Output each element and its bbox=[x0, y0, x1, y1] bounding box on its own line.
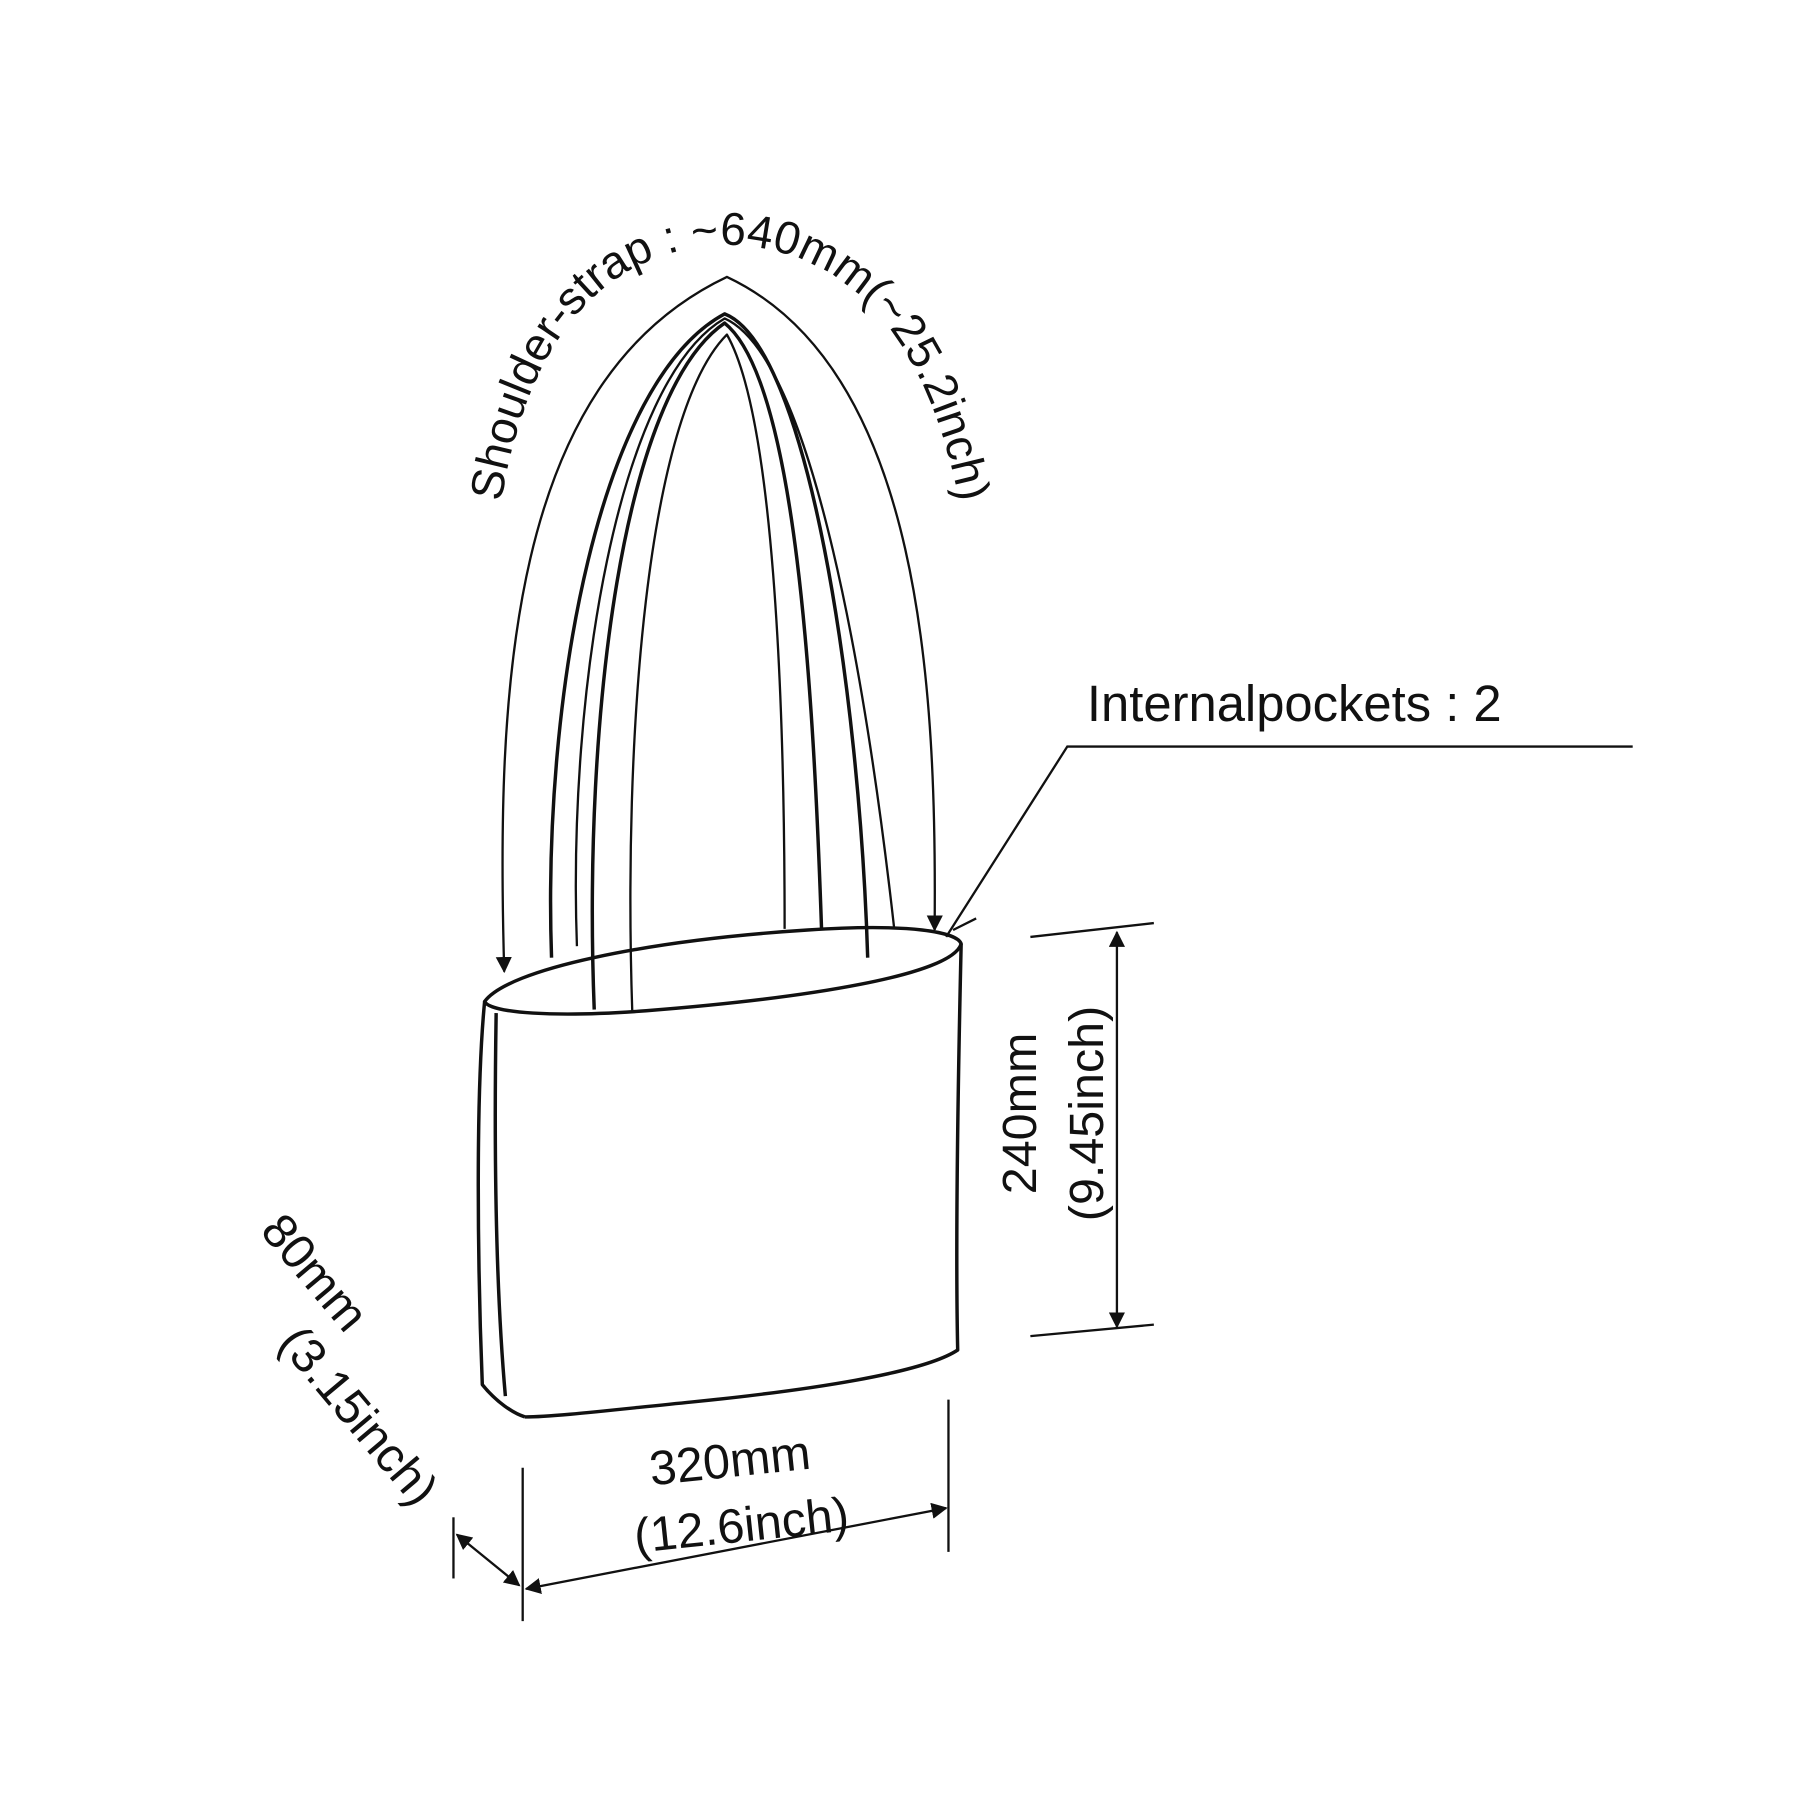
height-dimension: 240mm (9.45inch) bbox=[993, 921, 1154, 1338]
strap-length-label: Shoulder-strap : ~640mm(~25.2inch) bbox=[460, 202, 1001, 504]
width-mm-label: 320mm bbox=[647, 1426, 813, 1497]
width-dimension: 320mm (12.6inch) bbox=[521, 1399, 950, 1622]
strap-length-arc bbox=[495, 275, 943, 974]
bag-handles bbox=[548, 312, 896, 1014]
height-mm-label: 240mm bbox=[993, 1033, 1047, 1195]
bag-body bbox=[476, 925, 963, 1419]
internal-pockets-leader bbox=[945, 745, 1633, 938]
height-inch-label: (9.45inch) bbox=[1060, 1006, 1114, 1221]
internal-pockets-label: Internalpockets : 2 bbox=[1087, 675, 1502, 732]
depth-inch-label: (3.15inch) bbox=[268, 1316, 448, 1516]
width-inch-label: (12.6inch) bbox=[631, 1488, 851, 1564]
